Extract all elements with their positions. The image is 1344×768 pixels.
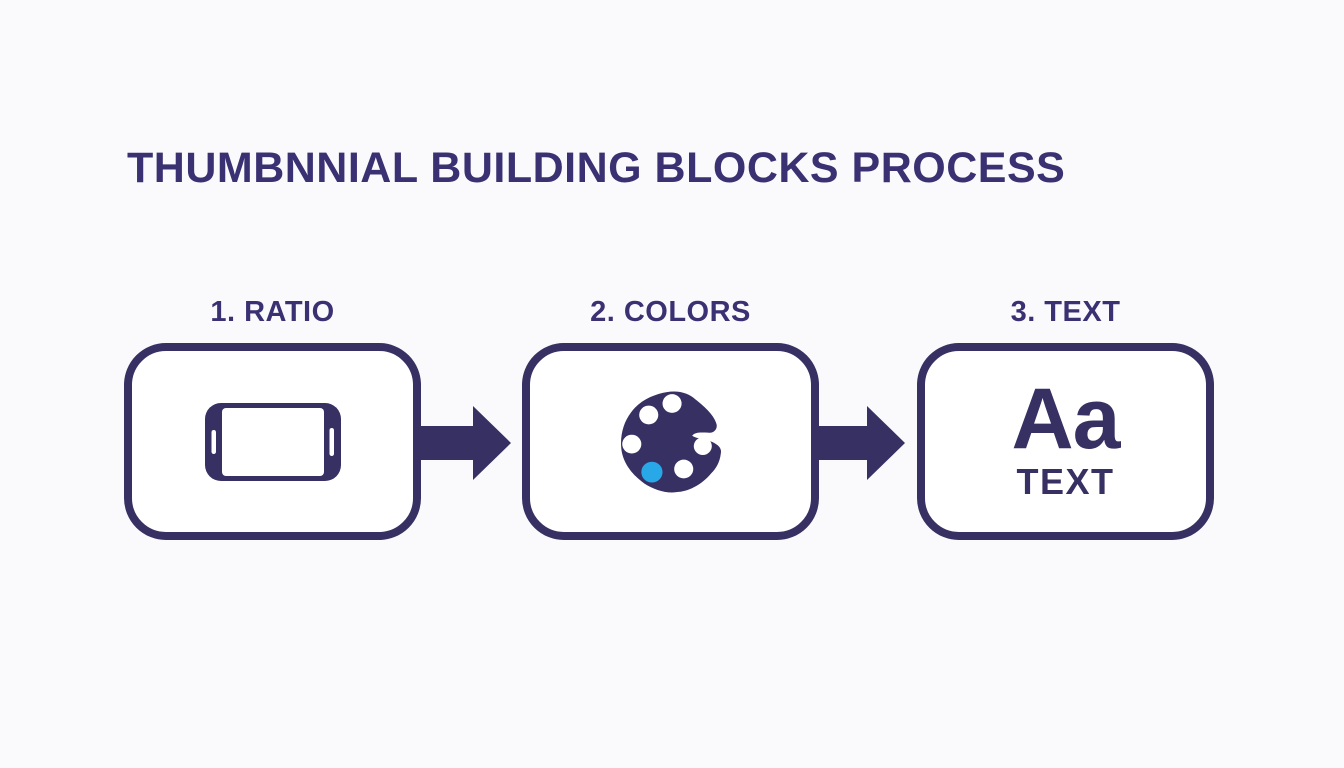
step-label-text: 3. TEXT xyxy=(1010,296,1121,328)
text-specimen-glyphs: Aa TEXT xyxy=(1011,370,1121,504)
specimen-text: TEXT xyxy=(1016,461,1115,503)
arrow-right-icon xyxy=(813,406,905,480)
page-title: THUMBNNIAL BUILDING BLOCKS PROCESS xyxy=(127,144,1066,192)
step-box-ratio xyxy=(124,343,421,540)
step-label-colors: 2. COLORS xyxy=(590,296,751,328)
step-box-colors xyxy=(522,343,819,540)
arrow-right-icon xyxy=(419,406,511,480)
paint-palette-icon xyxy=(620,390,721,492)
specimen-aa: Aa xyxy=(1011,370,1121,467)
step-box-text: Aa TEXT xyxy=(917,343,1214,540)
step-label-ratio: 1. RATIO xyxy=(210,296,335,328)
phone-landscape-icon xyxy=(204,402,341,481)
blue-paint-dot xyxy=(640,461,663,483)
